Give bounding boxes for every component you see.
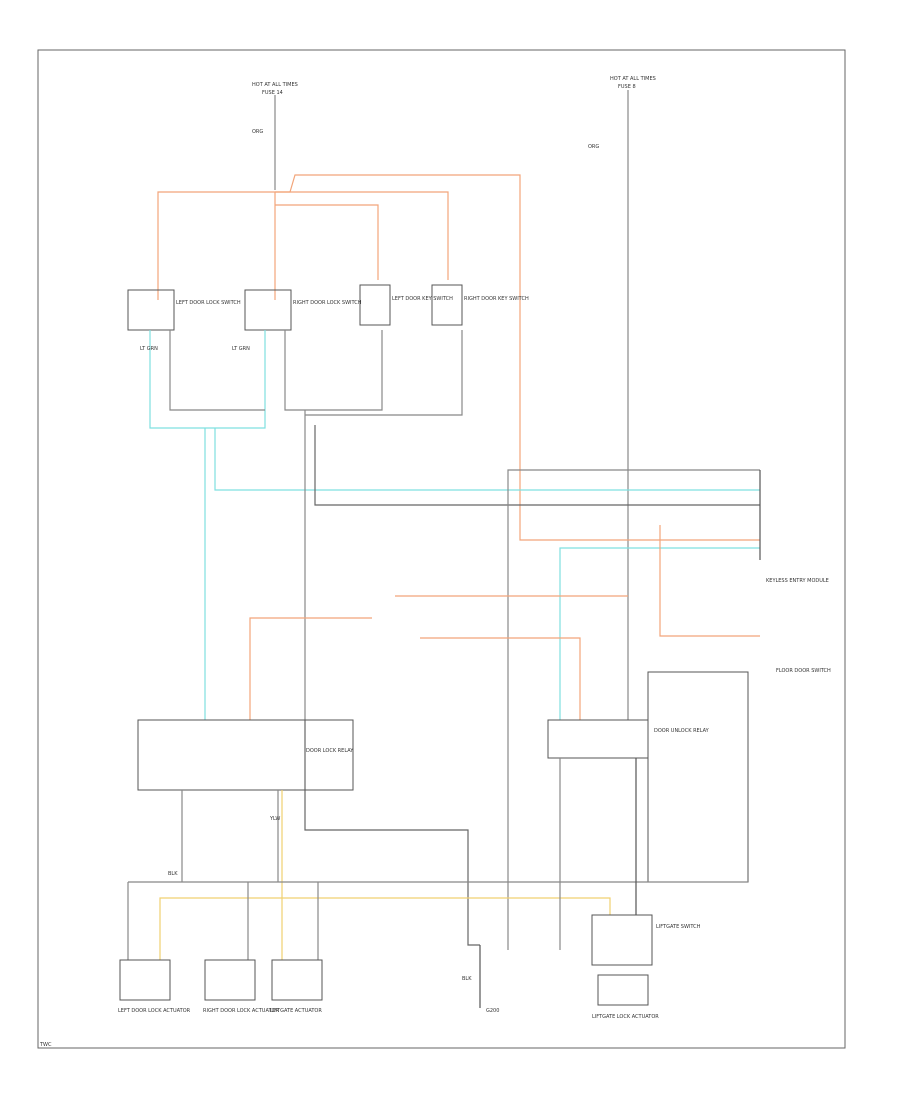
connector-block-label: KEYLESS ENTRY MODULE	[766, 578, 829, 584]
wire-label-ylw: YLW	[269, 816, 280, 822]
motor-liftgate	[271, 959, 323, 1001]
wire-relay-out	[181, 790, 279, 882]
motor-left-door	[119, 959, 171, 1001]
wire-lt-green	[149, 330, 760, 720]
label-left-door-switch: LEFT DOOR LOCK SWITCH	[176, 300, 241, 306]
wire-black	[304, 425, 760, 946]
switch-left-key	[359, 284, 391, 326]
unlock-relay-frame	[647, 671, 749, 883]
motor-right-door	[204, 959, 256, 1001]
switch-left-door	[127, 289, 175, 331]
wire-label-feed: ORG	[252, 129, 263, 135]
label-left-key-switch: LEFT DOOR KEY SWITCH	[392, 296, 453, 302]
hot-label-right: HOT AT ALL TIMES	[610, 76, 656, 82]
liftgate-module	[591, 914, 653, 966]
wire-orange-ajar	[659, 525, 760, 637]
motor-right-door-label: RIGHT DOOR LOCK ACTUATOR	[203, 1008, 279, 1014]
label-right-key-switch: RIGHT DOOR KEY SWITCH	[464, 296, 529, 302]
wire-bottom-bus	[127, 881, 748, 960]
wire-lt-green-right	[559, 547, 760, 720]
liftgate-actuator	[597, 974, 649, 1006]
switch-right-door	[244, 289, 292, 331]
switch-right-key	[431, 284, 463, 326]
wire-label-ltgrn-2: LT GRN	[232, 346, 250, 352]
fuse-label-left: FUSE 14	[262, 90, 283, 96]
lock-relay-label: DOOR LOCK RELAY	[306, 748, 354, 754]
lock-relay	[137, 719, 354, 791]
motor-left-door-label: LEFT DOOR LOCK ACTUATOR	[118, 1008, 191, 1014]
ajar-switch-label: FLOOR DOOR SWITCH	[776, 668, 831, 674]
unlock-relay-label: DOOR UNLOCK RELAY	[654, 728, 710, 734]
wire-gray-right	[507, 469, 760, 950]
ground-label: G200	[486, 1008, 499, 1014]
ground-wire-label: BLK	[462, 976, 472, 982]
wire-orange-middle	[249, 595, 628, 720]
wire-label-ltgrn-1: LT GRN	[140, 346, 158, 352]
footer-label: TWC	[39, 1042, 52, 1048]
wire-label-blk: BLK	[168, 871, 178, 877]
unlock-relay	[547, 719, 649, 759]
hot-label-left: HOT AT ALL TIMES	[252, 82, 298, 88]
wire-label-feed-right: ORG	[588, 144, 599, 150]
fuse-label-right: FUSE 8	[618, 84, 636, 90]
wire-orange-switches	[274, 191, 449, 300]
liftgate-module-label: LIFTGATE SWITCH	[656, 924, 701, 930]
label-right-door-switch: RIGHT DOOR LOCK SWITCH	[293, 300, 362, 306]
liftgate-actuator-label: LIFTGATE LOCK ACTUATOR	[592, 1014, 659, 1020]
diagram-frame	[37, 49, 846, 1049]
wire-gray-switches	[169, 330, 463, 720]
wire-orange-main	[157, 174, 760, 541]
motor-liftgate-label: LIFTGATE ACTUATOR	[270, 1008, 322, 1014]
wire-yellow	[159, 790, 611, 960]
